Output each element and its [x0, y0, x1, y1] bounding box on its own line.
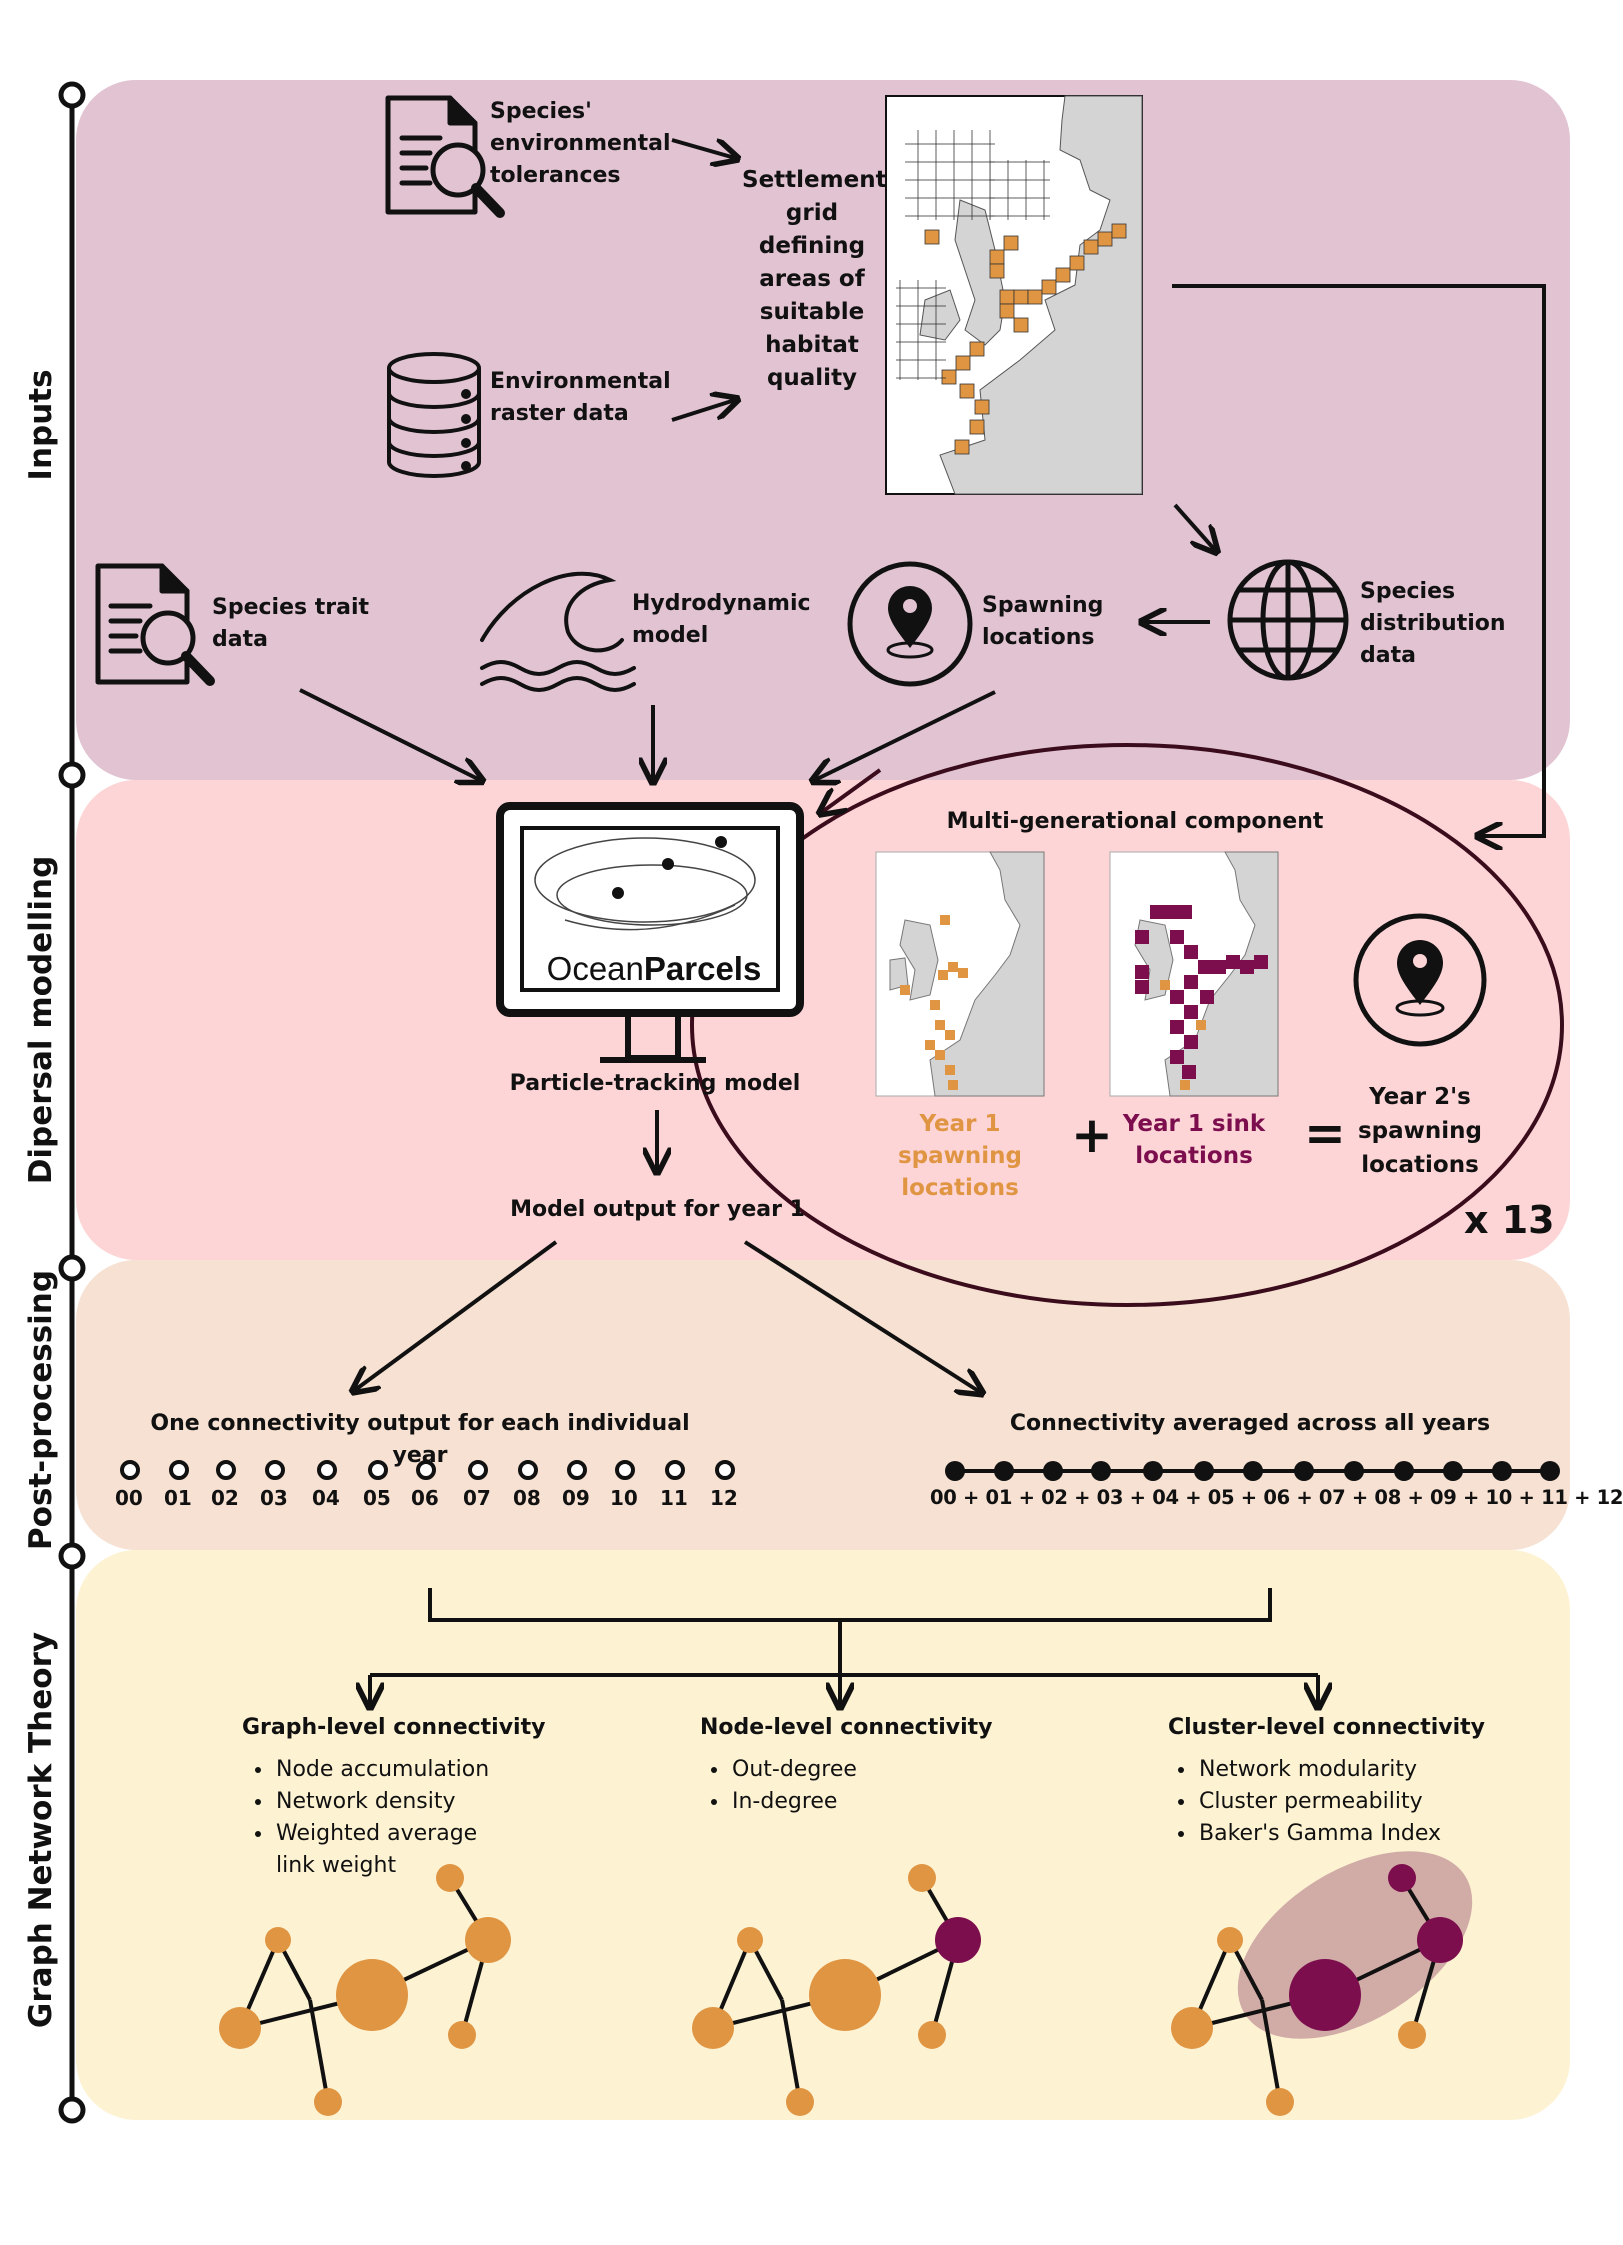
postprocessing-band — [76, 1260, 1570, 1550]
node-level-title: Node-level connectivity — [700, 1715, 993, 1740]
year1-spawning-label: Year 1 spawning locations — [897, 1111, 1023, 1201]
location-pin-icon — [847, 561, 973, 687]
tolerances-label: Species' environmental tolerances — [490, 99, 671, 188]
year-label-06: 06 — [411, 1486, 439, 1510]
year-label-08: 08 — [513, 1486, 541, 1510]
graph-level-network — [219, 1864, 511, 2116]
year1-spawning-map — [875, 851, 1045, 1097]
year-label-00: 00 — [115, 1486, 143, 1510]
averaged-year-markers — [945, 1461, 1560, 1481]
year-label-05: 05 — [363, 1486, 391, 1510]
equals-sign: = — [1304, 1104, 1346, 1162]
graph-level-item: Node accumulation — [274, 1754, 494, 1786]
node-level-list: Out-degree In-degree — [704, 1754, 970, 1818]
year1-sink-map — [1109, 851, 1279, 1097]
graph-level-title: Graph-level connectivity — [242, 1715, 546, 1740]
cluster-level-item: Baker's Gamma Index — [1197, 1818, 1497, 1850]
graph-level-item: Network density — [274, 1786, 494, 1818]
graph-level-item: Weighted average link weight — [274, 1818, 494, 1882]
distribution-label: Species distribution data — [1360, 579, 1506, 668]
year-label-10: 10 — [610, 1486, 638, 1510]
node-level-item: In-degree — [730, 1786, 970, 1818]
year-label-11: 11 — [660, 1486, 688, 1510]
repeat-count: x 13 — [1464, 1198, 1555, 1242]
year-label-01: 01 — [164, 1486, 192, 1510]
cluster-level-list: Network modularity Cluster permeability … — [1171, 1754, 1497, 1850]
year-label-12: 12 — [710, 1486, 738, 1510]
year2-spawning-label: Year 2's spawning locations — [1357, 1084, 1483, 1178]
averaged-title: Connectivity averaged across all years — [1009, 1411, 1491, 1436]
logo-light: Ocean — [546, 950, 644, 987]
graph-level-list: Node accumulation Network density Weight… — [248, 1754, 494, 1882]
merge-bracket — [370, 1588, 1318, 1705]
species-trait-label: Species trait data — [212, 595, 370, 652]
multigen-title: Multi-generational component — [946, 809, 1324, 834]
logo-bold: Parcels — [643, 950, 762, 987]
node-level-item: Out-degree — [730, 1754, 970, 1786]
document-search-icon — [385, 95, 505, 218]
model-output-label: Model output for year 1 — [510, 1197, 805, 1222]
cluster-level-item: Network modularity — [1197, 1754, 1497, 1786]
year1-sink-label: Year 1 sink locations — [1122, 1111, 1266, 1169]
hydrodynamic-label: Hydrodynamic model — [632, 591, 811, 648]
plus-sign: + — [1071, 1106, 1113, 1164]
individual-year-markers — [120, 1460, 735, 1480]
averaged-sum-label: 00 + 01 + 02 + 03 + 04 + 05 + 06 + 07 + … — [930, 1486, 1623, 1509]
node-level-network — [692, 1864, 981, 2116]
year-label-03: 03 — [260, 1486, 288, 1510]
particle-model-label: Particle-tracking model — [509, 1071, 801, 1096]
year-label-07: 07 — [463, 1486, 491, 1510]
year-label-04: 04 — [312, 1486, 340, 1510]
year2-location-pin-icon — [1353, 913, 1487, 1047]
oceanparcels-logo: OceanParcels — [528, 950, 780, 988]
cluster-level-title: Cluster-level connectivity — [1168, 1715, 1486, 1740]
individual-title: One connectivity output for each individ… — [150, 1411, 690, 1468]
cluster-level-item: Cluster permeability — [1197, 1786, 1497, 1818]
year-label-09: 09 — [562, 1486, 590, 1510]
settlement-grid-label: Settlement grid defining areas of suitab… — [742, 167, 887, 391]
diagram-graphics — [58, 81, 1564, 2124]
spawning-label: Spawning locations — [982, 593, 1104, 650]
year-label-02: 02 — [211, 1486, 239, 1510]
wave-icon — [480, 571, 636, 692]
multigenerational-loop — [690, 743, 1564, 1307]
inputs-band — [76, 80, 1570, 780]
species-trait-icon — [95, 563, 215, 686]
raster-label: Environmental raster data — [490, 369, 671, 426]
settlement-grid-map — [885, 95, 1143, 495]
database-icon — [387, 352, 481, 478]
monitor-icon — [496, 802, 804, 1063]
globe-icon — [1227, 559, 1349, 681]
cluster-level-network — [1171, 1851, 1473, 2116]
dispersal-band — [76, 780, 1570, 1260]
phase-timeline — [58, 81, 86, 2124]
